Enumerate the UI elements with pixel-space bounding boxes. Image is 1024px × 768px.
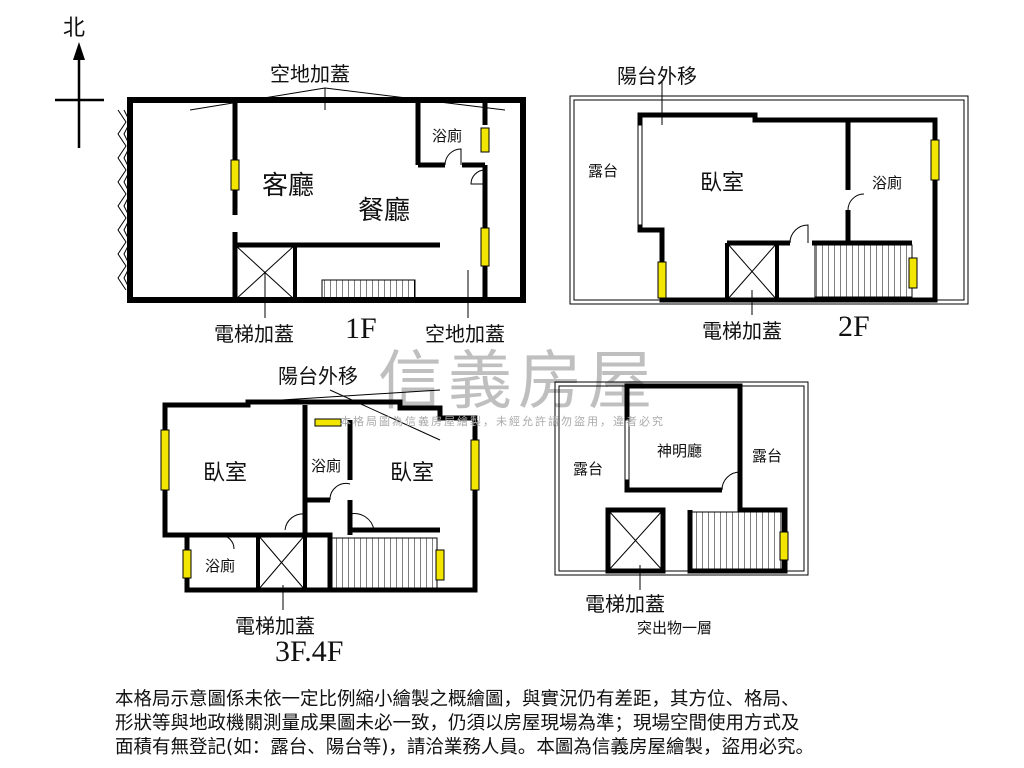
- watermark-notice: 本格局圖為信義房屋繪製，未經允許請勿盜用，違者必究: [340, 415, 665, 428]
- floor-1f-plan: [117, 87, 526, 318]
- 1f-living-room: 客廳: [262, 171, 315, 201]
- 3f4f-bedroom-left: 臥室: [203, 461, 248, 486]
- floor-roof-windows: [779, 531, 789, 561]
- 2f-top-note: 陽台外移: [617, 64, 697, 88]
- floor-roof-plan: [554, 381, 809, 590]
- floor-3f4f-windows: [160, 418, 480, 581]
- disclaimer-line: 面積有無登記(如：露台、陽台等)，請洽業務人員。本圖為信義房屋繪製，盜用必究。: [115, 737, 814, 758]
- 1f-elevator-note: 電梯加蓋: [214, 322, 294, 346]
- roof-terrace-right: 露台: [752, 447, 783, 465]
- 2f-bath: 浴廁: [872, 174, 903, 192]
- 1f-floor-label: 1F: [345, 312, 377, 345]
- 1f-bottom-note: 空地加蓋: [425, 322, 505, 346]
- 2f-floor-label: 2F: [838, 310, 870, 343]
- floor-3f4f-plan: [162, 389, 478, 610]
- disclaimer: 本格局示意圖係未依一定比例縮小繪製之概繪圖，與實況仍有差距，其方位、格局、 形狀…: [115, 688, 814, 760]
- 1f-bath: 浴廁: [432, 127, 463, 145]
- 2f-terrace: 露台: [588, 162, 619, 180]
- roof-elevator-note: 電梯加蓋: [585, 592, 665, 616]
- 3f4f-floor-label: 3F.4F: [275, 635, 344, 668]
- disclaimer-line: 本格局示意圖係未依一定比例縮小繪製之概繪圖，與實況仍有差距，其方位、格局、: [115, 689, 800, 710]
- roof-terrace-left: 露台: [573, 460, 604, 478]
- 2f-bedroom: 臥室: [700, 171, 745, 196]
- north-label: 北: [63, 16, 86, 41]
- roof-floor-label: 突出物一層: [637, 619, 713, 637]
- 3f4f-bath-mid: 浴廁: [311, 457, 342, 475]
- disclaimer-line: 形狀等與地政機關測量成果圖未必一致，仍須以房屋現場為準；現場空間使用方式及: [115, 713, 800, 734]
- 3f4f-bedroom-right: 臥室: [390, 461, 435, 486]
- 3f4f-elevator-note: 電梯加蓋: [235, 614, 315, 638]
- floor-2f-windows: [657, 139, 940, 299]
- floor-1f-windows: [230, 127, 490, 267]
- floor-2f-plan: [569, 80, 969, 315]
- 1f-dining-room: 餐廳: [358, 196, 411, 226]
- 3f4f-top-note: 陽台外移: [278, 364, 358, 388]
- 2f-elevator-note: 電梯加蓋: [702, 319, 782, 343]
- north-arrow-icon: [55, 42, 104, 148]
- 1f-top-note: 空地加蓋: [270, 62, 350, 86]
- roof-shrine: 神明廳: [657, 442, 703, 460]
- 3f4f-bath-bottom: 浴廁: [205, 557, 236, 575]
